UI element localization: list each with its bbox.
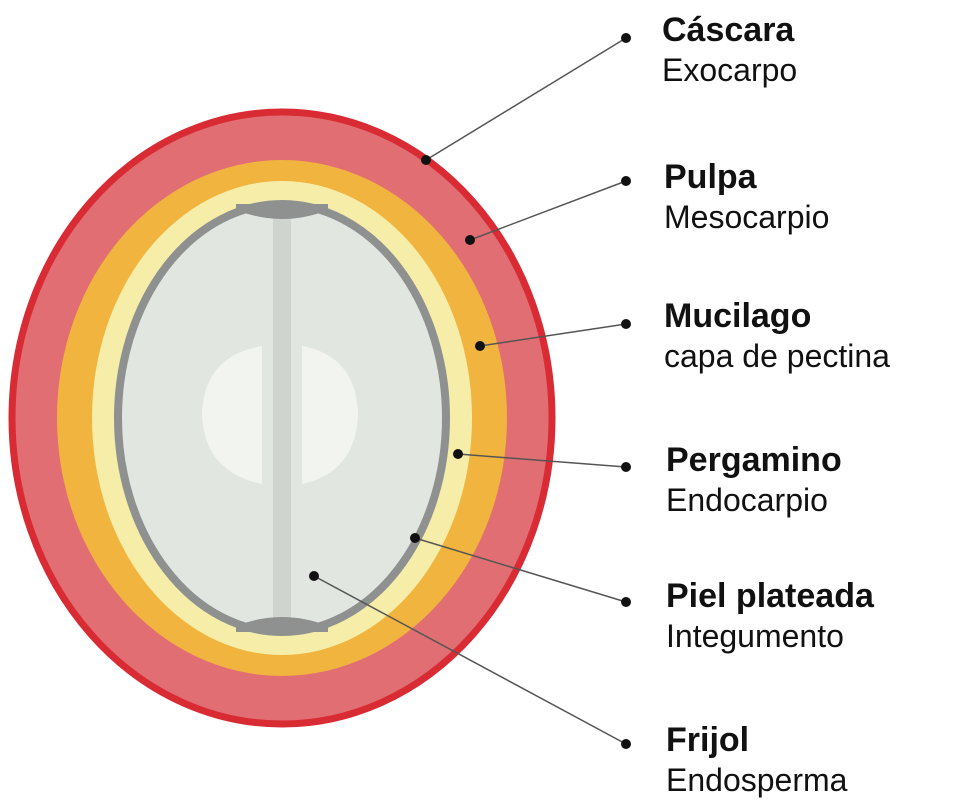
label-pulpa: Pulpa Mesocarpio — [664, 157, 829, 236]
dot-cascara-outer — [621, 33, 631, 43]
label-piel-name: Piel plateada — [666, 576, 874, 617]
dot-frijol-outer — [621, 739, 631, 749]
dot-cascara-inner — [421, 155, 431, 165]
label-mucilago-desc: capa de pectina — [664, 337, 890, 375]
label-cascara-desc: Exocarpo — [662, 51, 797, 89]
label-cascara: Cáscara Exocarpo — [662, 10, 797, 89]
dot-pulpa-outer — [621, 176, 631, 186]
leader-line-pulpa — [470, 181, 626, 240]
label-pulpa-desc: Mesocarpio — [664, 198, 829, 236]
label-cascara-name: Cáscara — [662, 10, 797, 51]
dot-piel-inner — [410, 533, 420, 543]
label-piel: Piel plateada Integumento — [666, 576, 874, 655]
dot-frijol-inner — [309, 571, 319, 581]
leader-line-cascara — [426, 38, 626, 160]
label-mucilago-name: Mucilago — [664, 296, 890, 337]
label-frijol-desc: Endosperma — [666, 761, 847, 799]
dot-pergamino-outer — [621, 462, 631, 472]
frijol-crease — [273, 208, 291, 628]
label-mucilago: Mucilago capa de pectina — [664, 296, 890, 375]
label-pergamino-name: Pergamino — [666, 440, 842, 481]
label-pulpa-name: Pulpa — [664, 157, 829, 198]
dot-pergamino-inner — [453, 449, 463, 459]
label-pergamino-desc: Endocarpio — [666, 481, 842, 519]
label-pergamino: Pergamino Endocarpio — [666, 440, 842, 519]
label-piel-desc: Integumento — [666, 617, 874, 655]
dot-mucilago-inner — [475, 341, 485, 351]
dot-piel-outer — [621, 597, 631, 607]
label-frijol: Frijol Endosperma — [666, 720, 847, 799]
label-frijol-name: Frijol — [666, 720, 847, 761]
dot-pulpa-inner — [465, 235, 475, 245]
dot-mucilago-outer — [621, 319, 631, 329]
